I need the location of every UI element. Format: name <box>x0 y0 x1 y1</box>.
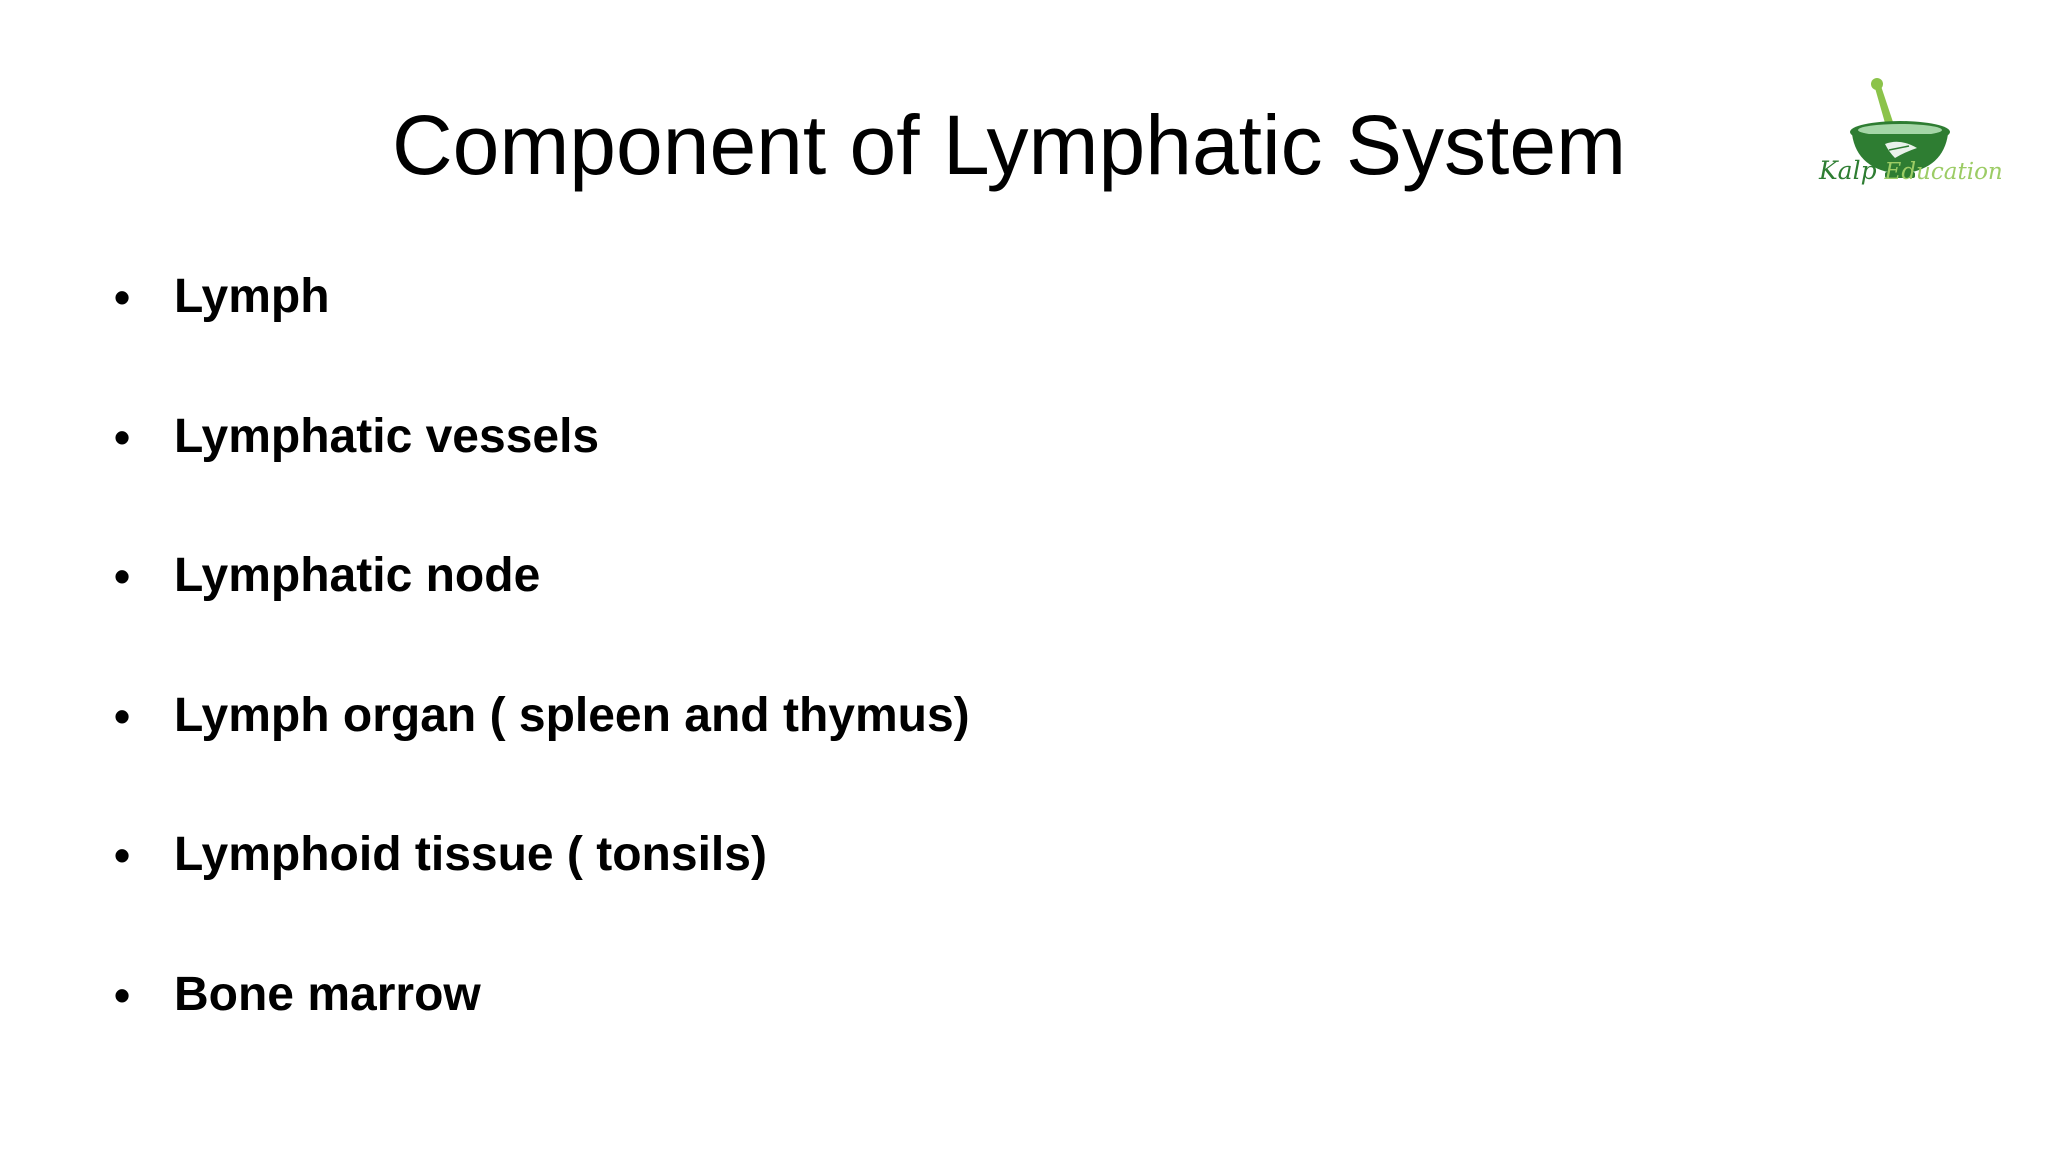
bullet-icon: • <box>114 550 131 602</box>
logo-text: Kalp Education <box>1819 156 2003 187</box>
slide-title: Component of Lymphatic System <box>391 98 1627 192</box>
list-item-label: Lymph organ ( spleen and thymus) <box>174 688 970 742</box>
list-item-label: Bone marrow <box>174 967 481 1021</box>
bullet-icon: • <box>114 829 131 881</box>
list-item-label: Lymphatic node <box>174 549 541 602</box>
mortar-pestle-icon <box>1850 78 1950 178</box>
bullet-icon: • <box>114 689 131 742</box>
list-item-label: Lymphoid tissue ( tonsils) <box>174 828 767 881</box>
list-item: • Lymphatic node <box>110 541 970 681</box>
logo-text-kalp: Kalp <box>1819 156 1877 185</box>
bullet-icon: • <box>114 271 131 323</box>
bullet-icon: • <box>114 410 131 463</box>
list-item: • Lymph <box>110 262 970 402</box>
component-list: • Lymph • Lymphatic vessels • Lymphatic … <box>110 262 970 1099</box>
list-item: • Lymphoid tissue ( tonsils) <box>110 820 970 960</box>
bullet-icon: • <box>114 968 131 1021</box>
list-item: • Lymphatic vessels <box>110 402 970 542</box>
list-item: • Bone marrow <box>110 960 970 1100</box>
logo-text-education: Education <box>1884 159 2003 185</box>
list-item: • Lymph organ ( spleen and thymus) <box>110 681 970 821</box>
list-item-label: Lymph <box>174 270 330 323</box>
list-item-label: Lymphatic vessels <box>174 409 600 463</box>
kalp-education-logo: Kalp Education <box>1819 72 2003 197</box>
